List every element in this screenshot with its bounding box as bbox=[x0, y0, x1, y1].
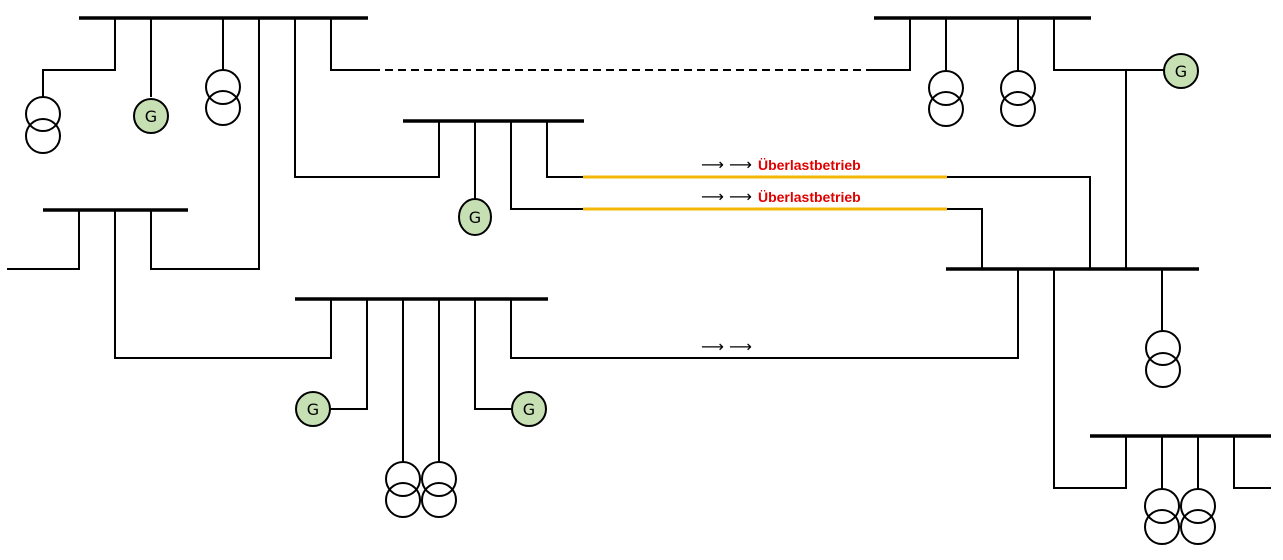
generator-icon: G bbox=[295, 391, 331, 427]
flow-direction-arrows: ⟶ ⟶ bbox=[701, 337, 752, 356]
transformer-icon bbox=[1000, 70, 1036, 127]
flow-direction-arrows: ⟶ ⟶ bbox=[701, 187, 752, 206]
line-bus3-bus4 bbox=[114, 210, 332, 359]
generator-icon: G bbox=[1163, 53, 1199, 89]
flow-label-overload-a: ⟶ ⟶ Überlastbetrieb bbox=[701, 155, 861, 174]
transformer-icon bbox=[1180, 488, 1216, 545]
generator-label: G bbox=[523, 400, 535, 419]
line-bus2-bus6-b-end bbox=[947, 208, 983, 269]
line-bus4-bus6 bbox=[510, 269, 1019, 359]
transformer-icon bbox=[385, 461, 421, 518]
transformer-icon bbox=[421, 461, 457, 518]
transformer-icon bbox=[928, 70, 964, 127]
branch-bus5-gen bbox=[1053, 18, 1164, 71]
line-bus1-bus5-end bbox=[870, 18, 911, 71]
line-bus2-bus6-a-end bbox=[947, 176, 1091, 269]
generator-icon: G bbox=[458, 198, 492, 236]
transformer-icon bbox=[1145, 330, 1181, 388]
generator-label: G bbox=[145, 107, 157, 126]
flow-direction-arrows: ⟶ ⟶ bbox=[701, 155, 752, 174]
line-bus2-bus6-a-start bbox=[546, 121, 583, 178]
line-bus1-bus2 bbox=[294, 18, 440, 178]
transformer-icon bbox=[1144, 488, 1180, 545]
generator-icon: G bbox=[511, 391, 547, 427]
generator-label: G bbox=[1175, 62, 1187, 81]
generator-icon: G bbox=[133, 98, 169, 134]
line-bus6-bus7 bbox=[1053, 269, 1127, 489]
transformer-icon bbox=[205, 69, 241, 126]
overload-warning-text: Überlastbetrieb bbox=[757, 157, 861, 173]
transformer-icon bbox=[25, 96, 61, 154]
flow-label-overload-b: ⟶ ⟶ Überlastbetrieb bbox=[701, 187, 861, 206]
generator-label: G bbox=[469, 208, 481, 227]
branch-bus4-gen-right bbox=[474, 299, 512, 410]
line-bus1-bus3 bbox=[150, 18, 260, 270]
line-bus3-external bbox=[7, 210, 80, 270]
flow-label-normal: ⟶ ⟶ bbox=[701, 337, 758, 356]
line-bus2-bus6-b-start bbox=[510, 121, 583, 210]
branch-bus1-trafo bbox=[42, 18, 116, 97]
line-bus1-bus5-start bbox=[330, 18, 372, 71]
branch-bus4-gen-left bbox=[330, 299, 368, 410]
overload-warning-text: Überlastbetrieb bbox=[757, 189, 861, 205]
line-bus7-external bbox=[1233, 436, 1271, 489]
generator-label: G bbox=[307, 400, 319, 419]
